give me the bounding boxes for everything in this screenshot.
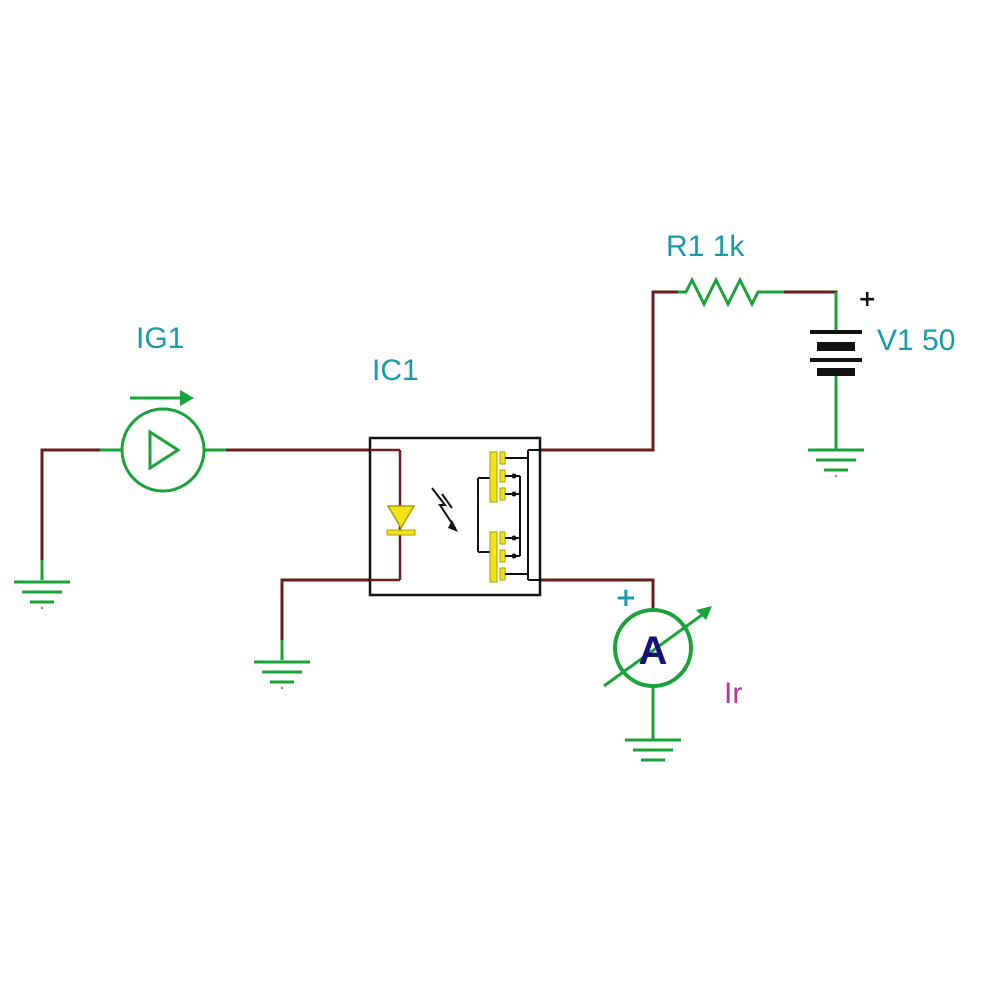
ammeter[interactable]: A — [603, 606, 712, 688]
v1-label: V1 50 — [877, 324, 955, 357]
battery-plus-sign: + — [858, 287, 876, 312]
wire-ic1-to-ground — [280, 578, 370, 660]
current-source-circle — [120, 407, 206, 493]
light-emission-icon — [431, 487, 458, 532]
ig1-label: IG1 — [136, 322, 184, 355]
wire-ic1-to-ammeter — [540, 578, 655, 610]
ground-ammeter — [625, 686, 681, 762]
ground-left — [14, 560, 70, 610]
battery-v1[interactable] — [810, 292, 862, 376]
current-source-ig1[interactable] — [100, 390, 226, 493]
resistor-r1[interactable] — [678, 276, 784, 308]
wire-resistor-to-battery — [757, 290, 838, 330]
wire-ground-to-source — [40, 448, 120, 580]
ammeter-circle — [613, 608, 693, 688]
mosfet-pair-icon — [477, 449, 540, 583]
ammeter-symbol: A — [639, 629, 668, 673]
ic1-label: IC1 — [372, 354, 419, 387]
ammeter-plus-sign: + — [615, 583, 637, 613]
resistor-zigzag-icon — [678, 276, 784, 308]
current-source-triangle-icon — [148, 429, 181, 471]
ammeter-adjust-arrow-icon — [603, 610, 707, 688]
battery-plate-2 — [817, 342, 855, 351]
led-icon — [386, 505, 416, 536]
wire-ic1-to-resistor — [540, 290, 678, 452]
ground-battery — [808, 372, 864, 478]
battery-plate-4 — [817, 368, 855, 376]
ground-ic1 — [254, 640, 310, 690]
ir-label: Ir — [724, 677, 742, 710]
optocoupler-body — [368, 436, 542, 597]
optocoupler-ic1[interactable] — [368, 436, 542, 597]
r1-label: R1 1k — [666, 230, 745, 263]
